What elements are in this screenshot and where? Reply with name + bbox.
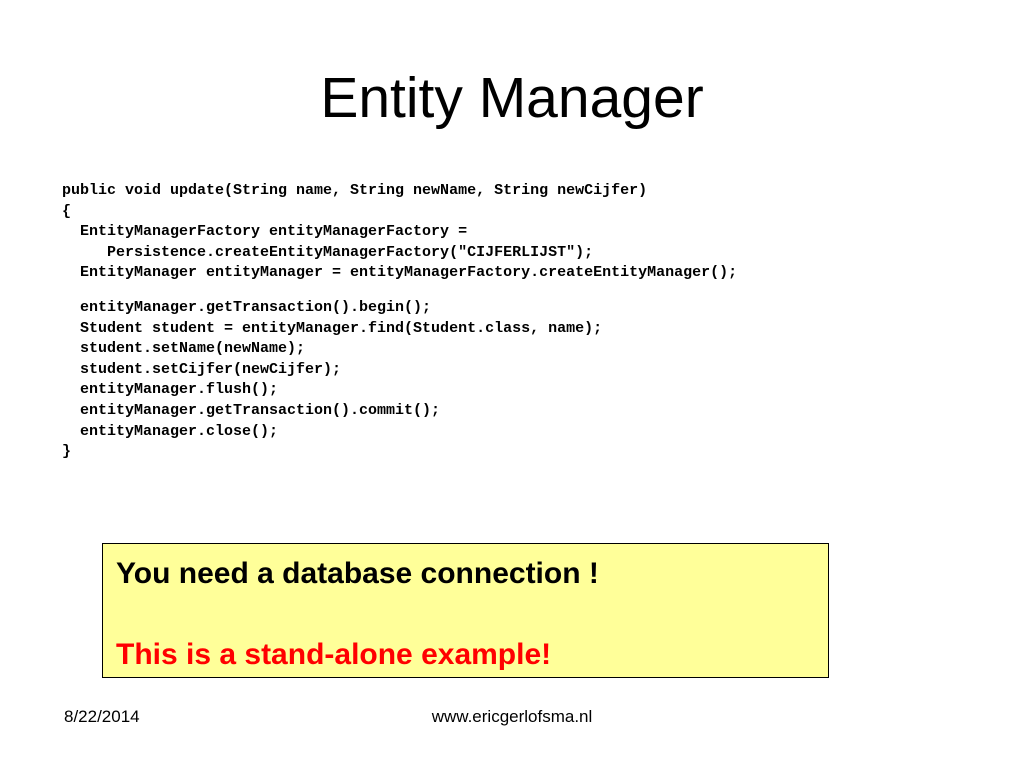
code-line-blank: [62, 284, 962, 298]
code-line: entityManager.getTransaction().begin();: [62, 298, 432, 316]
code-line: Persistence.createEntityManagerFactory("…: [62, 243, 594, 261]
code-line: Student student = entityManager.find(Stu…: [62, 319, 603, 337]
code-line: }: [62, 443, 72, 461]
slide-title: Entity Manager: [320, 66, 704, 130]
footer-date: 8/22/2014: [64, 707, 140, 726]
code-line: EntityManagerFactory entityManagerFactor…: [62, 223, 468, 241]
callout-line-warning: This is a stand-alone example!: [116, 638, 552, 671]
code-block: public void update(String name, String n…: [62, 181, 962, 463]
code-line: entityManager.close();: [62, 422, 279, 440]
code-line: entityManager.flush();: [62, 381, 279, 399]
code-line: student.setName(newName);: [62, 340, 306, 358]
code-line: EntityManager entityManager = entityMana…: [62, 264, 738, 282]
callout-line-primary: You need a database connection !: [116, 557, 599, 590]
code-line: entityManager.getTransaction().commit();: [62, 401, 441, 419]
callout-box: You need a database connection ! This is…: [102, 543, 829, 678]
code-line: {: [62, 202, 72, 220]
code-line: student.setCijfer(newCijfer);: [62, 360, 342, 378]
footer-website: www.ericgerlofsma.nl: [431, 707, 593, 726]
code-line: public void update(String name, String n…: [62, 182, 648, 199]
